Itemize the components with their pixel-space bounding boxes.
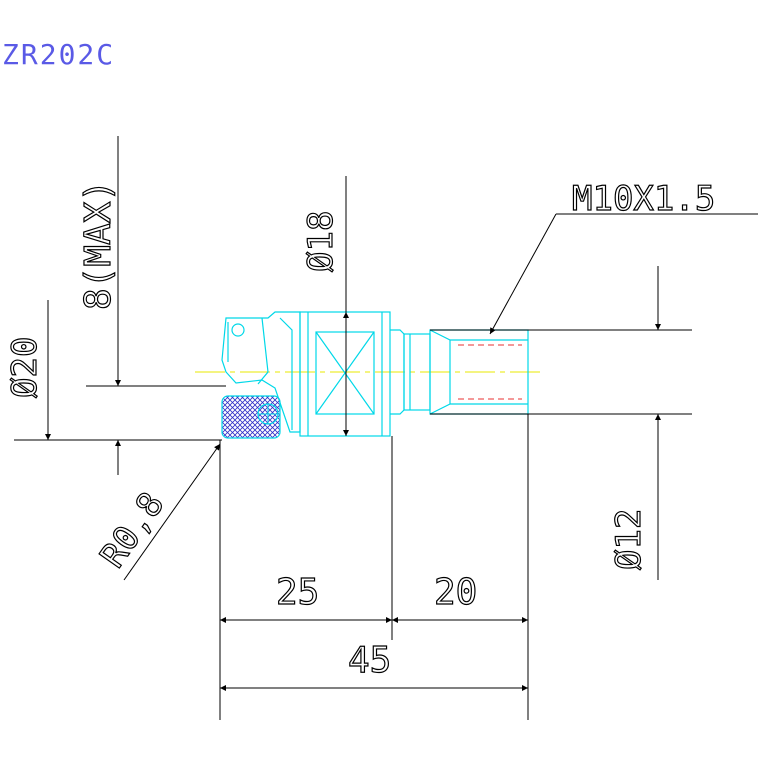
cutting-insert bbox=[221, 395, 281, 439]
dim-max-depth: 8(MAX) bbox=[78, 180, 119, 310]
hex-section bbox=[299, 311, 391, 437]
dim-length-b: 20 bbox=[434, 572, 477, 613]
dim-neck-dia: Ø12 bbox=[609, 509, 649, 570]
drawing-title: ZR202C bbox=[2, 38, 116, 71]
thread-hidden-lines bbox=[458, 344, 522, 400]
dim-length-total: 45 bbox=[348, 640, 391, 681]
dimension-lines bbox=[14, 136, 758, 720]
dim-hex-dia: Ø18 bbox=[301, 211, 341, 272]
dim-shank-dia: Ø20 bbox=[5, 337, 45, 398]
tool-head bbox=[221, 311, 301, 433]
dim-radius: R0,8 bbox=[93, 485, 173, 575]
dim-thread: M10X1.5 bbox=[572, 179, 715, 219]
dim-length-a: 25 bbox=[276, 572, 319, 613]
